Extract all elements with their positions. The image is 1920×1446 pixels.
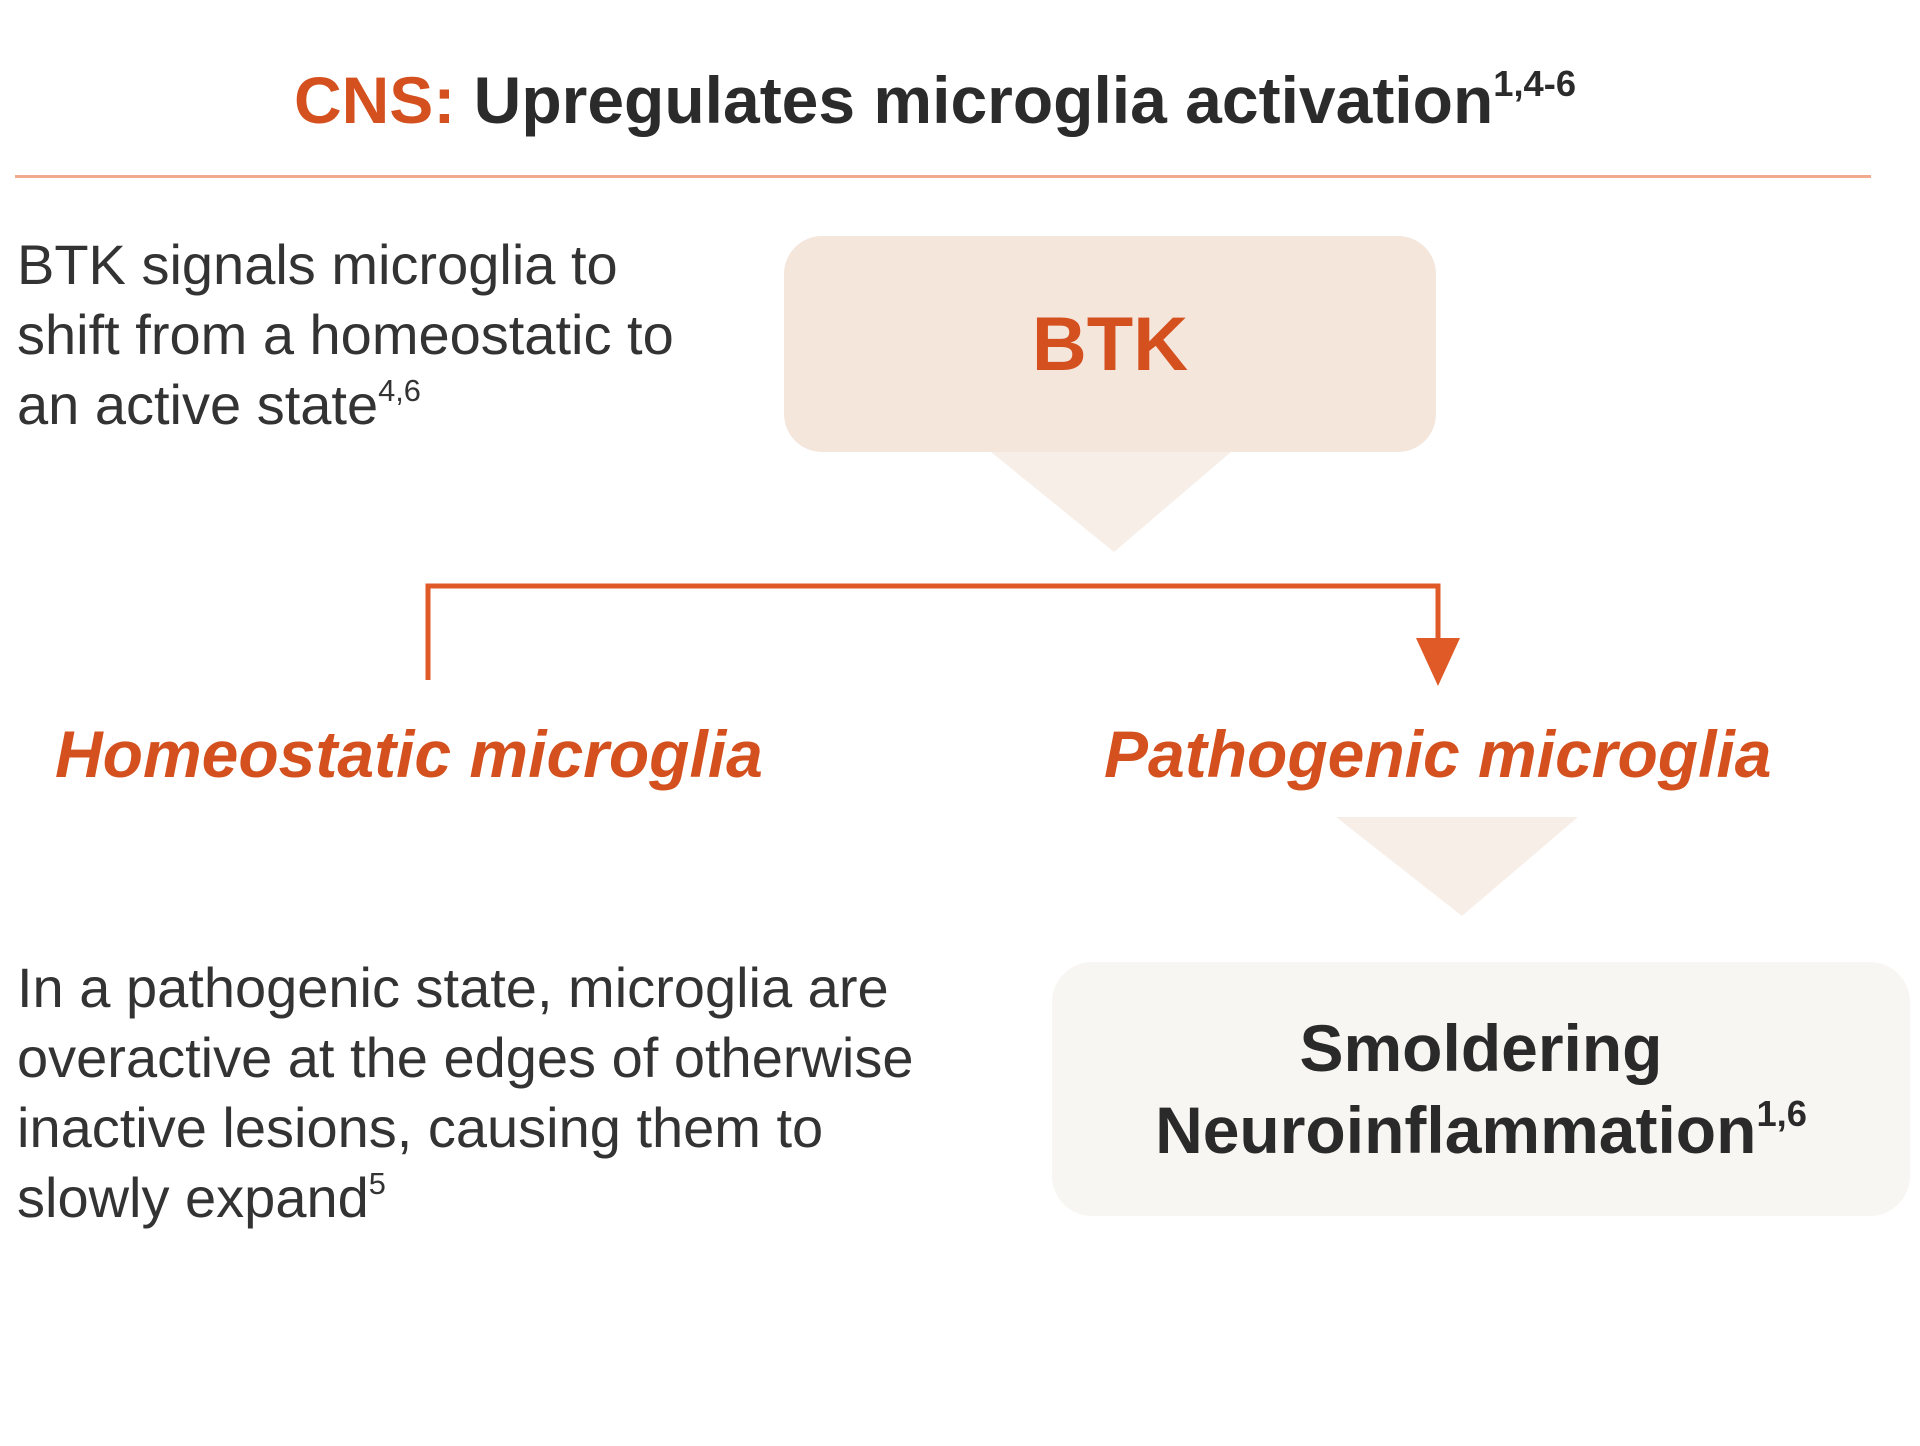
outcome-line2-wrap: Neuroinflammation1,6 xyxy=(1155,1089,1807,1171)
pathogenic-pointer-triangle xyxy=(1336,817,1578,916)
btk-pointer-triangle xyxy=(991,452,1231,552)
title-text: Upregulates microglia activation xyxy=(473,63,1494,137)
detail-body: In a pathogenic state, microglia are ove… xyxy=(17,956,914,1229)
outcome-line1: Smoldering xyxy=(1299,1011,1663,1085)
branch-connector xyxy=(425,583,1441,680)
outcome-node: Smoldering Neuroinflammation1,6 xyxy=(1052,962,1910,1216)
arrow-head-icon xyxy=(1416,638,1460,686)
btk-label: BTK xyxy=(1031,301,1189,387)
homeostatic-label: Homeostatic microglia xyxy=(55,717,763,791)
outcome-line2: Neuroinflammation xyxy=(1155,1093,1757,1167)
intro-refs: 4,6 xyxy=(378,372,421,408)
intro-text: BTK signals microglia to shift from a ho… xyxy=(17,230,697,440)
detail-refs: 5 xyxy=(368,1165,386,1201)
btk-node: BTK xyxy=(784,236,1436,452)
divider xyxy=(15,175,1871,178)
page-title: CNS: Upregulates microglia activation1,4… xyxy=(0,62,1870,138)
detail-text: In a pathogenic state, microglia are ove… xyxy=(17,953,977,1233)
pathogenic-label: Pathogenic microglia xyxy=(1104,717,1772,791)
title-refs: 1,4-6 xyxy=(1493,62,1577,104)
outcome-refs: 1,6 xyxy=(1756,1092,1807,1134)
intro-body: BTK signals microglia to shift from a ho… xyxy=(17,233,674,436)
title-prefix: CNS: xyxy=(293,63,456,137)
